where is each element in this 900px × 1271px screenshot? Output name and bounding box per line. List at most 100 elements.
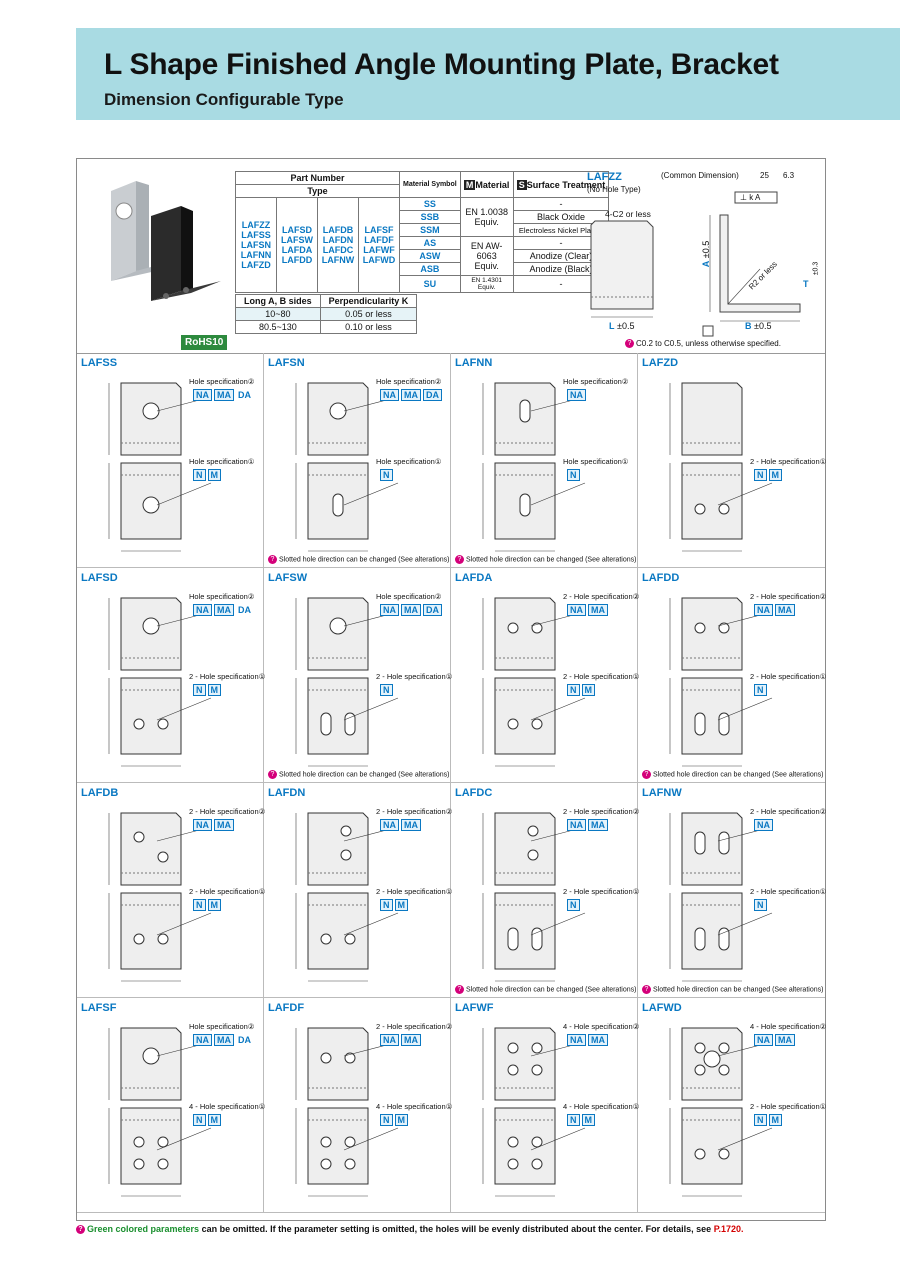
slot-note: ?Slotted hole direction can be changed (… bbox=[268, 555, 449, 564]
plate-a bbox=[307, 1027, 369, 1101]
hole bbox=[133, 1158, 145, 1170]
hole-spec-1-label: 2 - Hole specification① bbox=[563, 887, 640, 896]
code-da: DA bbox=[238, 605, 251, 615]
hole-spec-2-label: 2 - Hole specification② bbox=[750, 592, 827, 601]
code-na: NA bbox=[380, 819, 399, 831]
page-title: L Shape Finished Angle Mounting Plate, B… bbox=[104, 48, 779, 81]
code-m: M bbox=[768, 469, 782, 481]
hole-spec-2-label: 2 - Hole specification② bbox=[376, 1022, 453, 1031]
code-m: M bbox=[394, 1114, 408, 1126]
hole-spec-2-label: Hole specification② bbox=[189, 1022, 255, 1031]
type-drawing bbox=[108, 1027, 212, 1197]
leader bbox=[717, 697, 773, 721]
type-drawing bbox=[669, 1027, 773, 1197]
slot-hole bbox=[694, 831, 706, 855]
lafzz-common: (Common Dimension) bbox=[661, 171, 739, 180]
hole bbox=[507, 622, 519, 634]
hole bbox=[344, 1052, 356, 1064]
code-na: NA bbox=[193, 1034, 212, 1046]
hole bbox=[531, 622, 543, 634]
hole bbox=[507, 1064, 519, 1076]
hole-spec-1-codes: N bbox=[567, 899, 582, 911]
hole bbox=[344, 1136, 356, 1148]
hole-spec-2-label: Hole specification② bbox=[563, 377, 629, 386]
perp-frame: ⊥ k A bbox=[740, 193, 761, 202]
hole bbox=[718, 622, 730, 634]
plate-a bbox=[681, 812, 743, 886]
footer-green: Green colored parameters bbox=[87, 1224, 200, 1234]
code-n: N bbox=[380, 469, 393, 481]
hole-spec-1-codes: N bbox=[754, 684, 769, 696]
hole bbox=[344, 1158, 356, 1170]
code-m: M bbox=[581, 684, 595, 696]
type-drawing bbox=[482, 382, 586, 552]
b-dim: B ±0.5 bbox=[745, 321, 772, 331]
hole-spec-1-label: 2 - Hole specification① bbox=[750, 1102, 827, 1111]
l-dim: L ±0.5 bbox=[609, 321, 635, 331]
code-ma: MA bbox=[214, 389, 234, 401]
code-n: N bbox=[380, 1114, 393, 1126]
code-n: N bbox=[754, 469, 767, 481]
type-title: LAFDB bbox=[81, 787, 119, 799]
part-number-header: Part Number bbox=[235, 171, 400, 185]
code-n: N bbox=[193, 1114, 206, 1126]
type-drawing bbox=[669, 382, 773, 552]
hole bbox=[157, 718, 169, 730]
slot-note-text: Slotted hole direction can be changed (S… bbox=[466, 556, 637, 564]
hole-spec-2-codes: NA bbox=[567, 389, 588, 401]
hole bbox=[133, 718, 145, 730]
hole bbox=[157, 851, 169, 863]
hole bbox=[320, 933, 332, 945]
ab-r1-a: 10~80 bbox=[235, 307, 321, 321]
code-da: DA bbox=[238, 390, 251, 400]
hole bbox=[718, 1064, 730, 1076]
code-n: N bbox=[193, 684, 206, 696]
hole bbox=[157, 1158, 169, 1170]
type-title: LAFSF bbox=[81, 1002, 117, 1014]
type-title: LAFSN bbox=[268, 357, 305, 369]
leader bbox=[156, 912, 212, 936]
slot-hole bbox=[694, 927, 706, 951]
code-ma: MA bbox=[588, 1034, 608, 1046]
slot-hole bbox=[519, 493, 531, 517]
code-na: NA bbox=[567, 604, 586, 616]
code-n: N bbox=[567, 684, 580, 696]
hole-spec-2-label: 2 - Hole specification② bbox=[189, 807, 266, 816]
code-m: M bbox=[768, 1114, 782, 1126]
hole bbox=[142, 1047, 160, 1065]
type-drawing bbox=[295, 382, 399, 552]
hole-spec-2-label: 4 - Hole specification② bbox=[750, 1022, 827, 1031]
code-n: N bbox=[754, 1114, 767, 1126]
plate-b bbox=[494, 1107, 556, 1185]
code-n: N bbox=[754, 899, 767, 911]
mat-steel: EN 1.0038 Equiv. bbox=[459, 197, 514, 237]
hole bbox=[507, 718, 519, 730]
hole-spec-1-label: 2 - Hole specification① bbox=[189, 887, 266, 896]
code-n: N bbox=[193, 469, 206, 481]
type-title: LAFSW bbox=[268, 572, 308, 584]
hole bbox=[531, 1064, 543, 1076]
surface-header-label: Surface Treatment bbox=[526, 179, 606, 190]
leader bbox=[717, 1127, 773, 1151]
type-drawing bbox=[669, 597, 773, 767]
info-icon: ? bbox=[625, 339, 634, 349]
lafzz-diagram: LAFZZ (No Hole Type) (Common Dimension) … bbox=[585, 169, 820, 349]
product-photo bbox=[111, 181, 221, 301]
slot-hole bbox=[519, 399, 531, 423]
material-symbol-header: Material Symbol bbox=[399, 171, 461, 198]
hole bbox=[344, 933, 356, 945]
type-drawing bbox=[108, 597, 212, 767]
hole bbox=[531, 1158, 543, 1170]
hole bbox=[320, 1158, 332, 1170]
hole bbox=[527, 825, 539, 837]
